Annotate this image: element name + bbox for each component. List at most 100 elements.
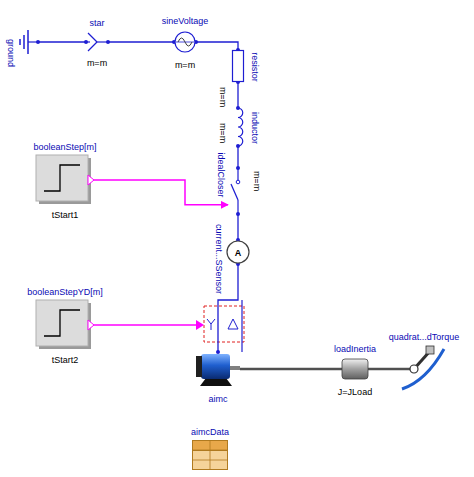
symbol-part <box>27 30 29 54</box>
symbol-part <box>210 440 211 470</box>
parameter-label: J=JLoad <box>338 388 372 397</box>
parameter-label: m=m <box>87 59 107 68</box>
symbol-part <box>36 300 94 349</box>
star-delta-switch <box>204 300 244 352</box>
parameter-label: m=m <box>218 123 227 143</box>
symbol-part <box>426 346 434 354</box>
component-name: aimc <box>208 395 227 404</box>
symbol-part <box>174 32 196 52</box>
symbol-part <box>410 365 418 373</box>
shaft-connector <box>240 368 336 371</box>
component-name: booleanStep[m] <box>33 143 96 152</box>
switch-symbol: idealCloserm=m <box>228 168 248 214</box>
symbol-part <box>236 180 240 184</box>
symbol-part <box>211 319 215 324</box>
symbol-part <box>88 42 97 51</box>
symbol-part <box>94 324 197 326</box>
symbol-part <box>88 33 97 42</box>
symbol-part <box>231 184 238 200</box>
star-point-symbol: starm=m <box>86 32 108 52</box>
component-name: resistor <box>250 52 259 82</box>
wire-connector <box>38 41 86 42</box>
symbol-part <box>192 440 228 470</box>
parameter-label: m=m <box>252 171 261 191</box>
inductor-symbol: inductorm=m <box>232 108 244 146</box>
symbol-graphic <box>228 168 248 214</box>
symbol-part <box>193 441 228 470</box>
parameter-label: tStart2 <box>52 356 79 365</box>
symbol-part <box>178 38 192 46</box>
symbol-graphic <box>226 240 250 264</box>
symbol-part <box>237 200 238 214</box>
component-name: aimcData <box>191 428 229 437</box>
symbol-part <box>230 366 240 370</box>
symbol-part <box>44 165 80 191</box>
resistor-symbol: resistorm=m <box>232 50 244 82</box>
symbol-part <box>36 155 94 204</box>
symbol-part <box>398 346 444 389</box>
parameter-label: m=m <box>175 61 195 70</box>
symbol-part <box>196 320 204 330</box>
shaft-connector <box>374 368 398 371</box>
symbol-graphic <box>336 358 374 380</box>
component-name: current...SSensor <box>214 224 223 294</box>
motor-symbol: aimc <box>196 352 240 386</box>
symbol-part <box>97 41 108 42</box>
component-name: loadInertia <box>334 345 376 354</box>
symbol-graphic <box>232 108 244 146</box>
symbol-part <box>211 324 212 330</box>
symbol-part <box>368 368 374 371</box>
step-source-block: booleanStepYD[m]tStart2 <box>36 300 94 350</box>
parameter-label: tStart1 <box>52 211 79 220</box>
symbol-part <box>36 155 88 201</box>
component-name: idealCloser <box>216 152 225 197</box>
inertia-symbol: loadInertiaJ=JLoad <box>336 358 374 380</box>
parameter-label: m=m <box>218 87 227 107</box>
load-torque-symbol: quadrat...dTorque <box>398 345 448 393</box>
current-sensor-symbol: current...SSensor <box>226 240 250 264</box>
symbol-part <box>23 35 25 49</box>
symbol-part <box>233 51 244 82</box>
wire-connector <box>196 42 238 50</box>
symbol-part <box>336 359 374 379</box>
symbol-part <box>233 51 244 82</box>
symbol-part <box>342 359 368 379</box>
symbol-part <box>227 241 249 263</box>
symbol-part <box>402 349 444 389</box>
symbol-part <box>207 319 211 324</box>
symbol-part <box>200 378 232 386</box>
symbol-graphic <box>36 155 94 205</box>
wire-connector <box>237 214 238 240</box>
symbol-part <box>196 354 240 386</box>
component-name: booleanStepYD[m] <box>27 288 103 297</box>
symbol-part <box>228 319 238 329</box>
symbol-part <box>336 368 342 371</box>
symbol-part <box>36 300 88 346</box>
symbol-graphic <box>232 50 244 82</box>
symbol-part <box>86 33 108 51</box>
symbol-part <box>88 320 94 330</box>
symbol-graphic <box>192 440 228 470</box>
symbol-part <box>204 306 244 342</box>
symbol-graphic <box>36 300 94 350</box>
voltage-source-symbol: sineVoltagem=m <box>174 31 196 53</box>
component-name: sineVoltage <box>162 17 209 26</box>
symbol-graphic <box>86 32 108 52</box>
junction-dot <box>216 350 220 354</box>
symbol-part <box>175 32 195 52</box>
symbol-graphic <box>196 352 240 386</box>
wire-connector <box>108 41 174 42</box>
component-name: quadrat...dTorque <box>389 333 460 342</box>
ground-symbol: ground <box>20 30 38 54</box>
symbol-part <box>196 356 202 377</box>
symbol-part <box>227 241 249 263</box>
symbol-graphic <box>398 345 448 393</box>
symbol-part <box>88 175 94 185</box>
wire-connector <box>237 146 238 168</box>
control-signal-line <box>94 320 204 330</box>
component-name: ground <box>6 39 15 67</box>
symbol-part <box>28 41 38 42</box>
signal-connector <box>94 180 228 205</box>
symbol-part <box>241 300 242 352</box>
